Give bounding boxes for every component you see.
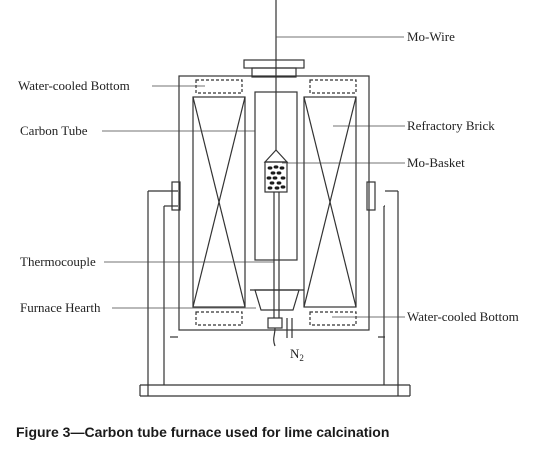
- top-cap: [243, 59, 305, 78]
- basket-contents: [266, 165, 286, 190]
- label-mo-basket: Mo-Basket: [407, 155, 465, 170]
- furnace-shell: [178, 75, 370, 331]
- furnace-diagram: Mo-Wire Water-cooled Bottom Carbon Tube …: [18, 0, 519, 397]
- water-cooled-bottom-right: [309, 311, 357, 326]
- label-gas-inlet: N2: [290, 346, 304, 363]
- label-water-cooled-bottom-bottom: Water-cooled Bottom: [407, 309, 519, 324]
- mo-basket: [263, 149, 289, 193]
- furnace-hearth: [250, 289, 304, 311]
- label-water-cooled-bottom-top: Water-cooled Bottom: [18, 78, 130, 93]
- figure-caption: Figure 3—Carbon tube furnace used for li…: [16, 424, 390, 440]
- water-cooled-top-left: [195, 79, 243, 94]
- label-mo-wire: Mo-Wire: [407, 29, 455, 44]
- support-stand: [139, 181, 411, 397]
- refractory-brick-right: [303, 96, 357, 308]
- label-thermocouple: Thermocouple: [20, 254, 96, 269]
- bottom-fitting: [267, 317, 293, 347]
- thermocouple: [273, 192, 280, 318]
- label-refractory-brick: Refractory Brick: [407, 118, 495, 133]
- water-cooled-top-right: [309, 79, 357, 94]
- water-cooled-bottom-left: [195, 311, 243, 326]
- refractory-brick-left: [192, 96, 246, 308]
- label-carbon-tube: Carbon Tube: [20, 123, 88, 138]
- label-furnace-hearth: Furnace Hearth: [20, 300, 101, 315]
